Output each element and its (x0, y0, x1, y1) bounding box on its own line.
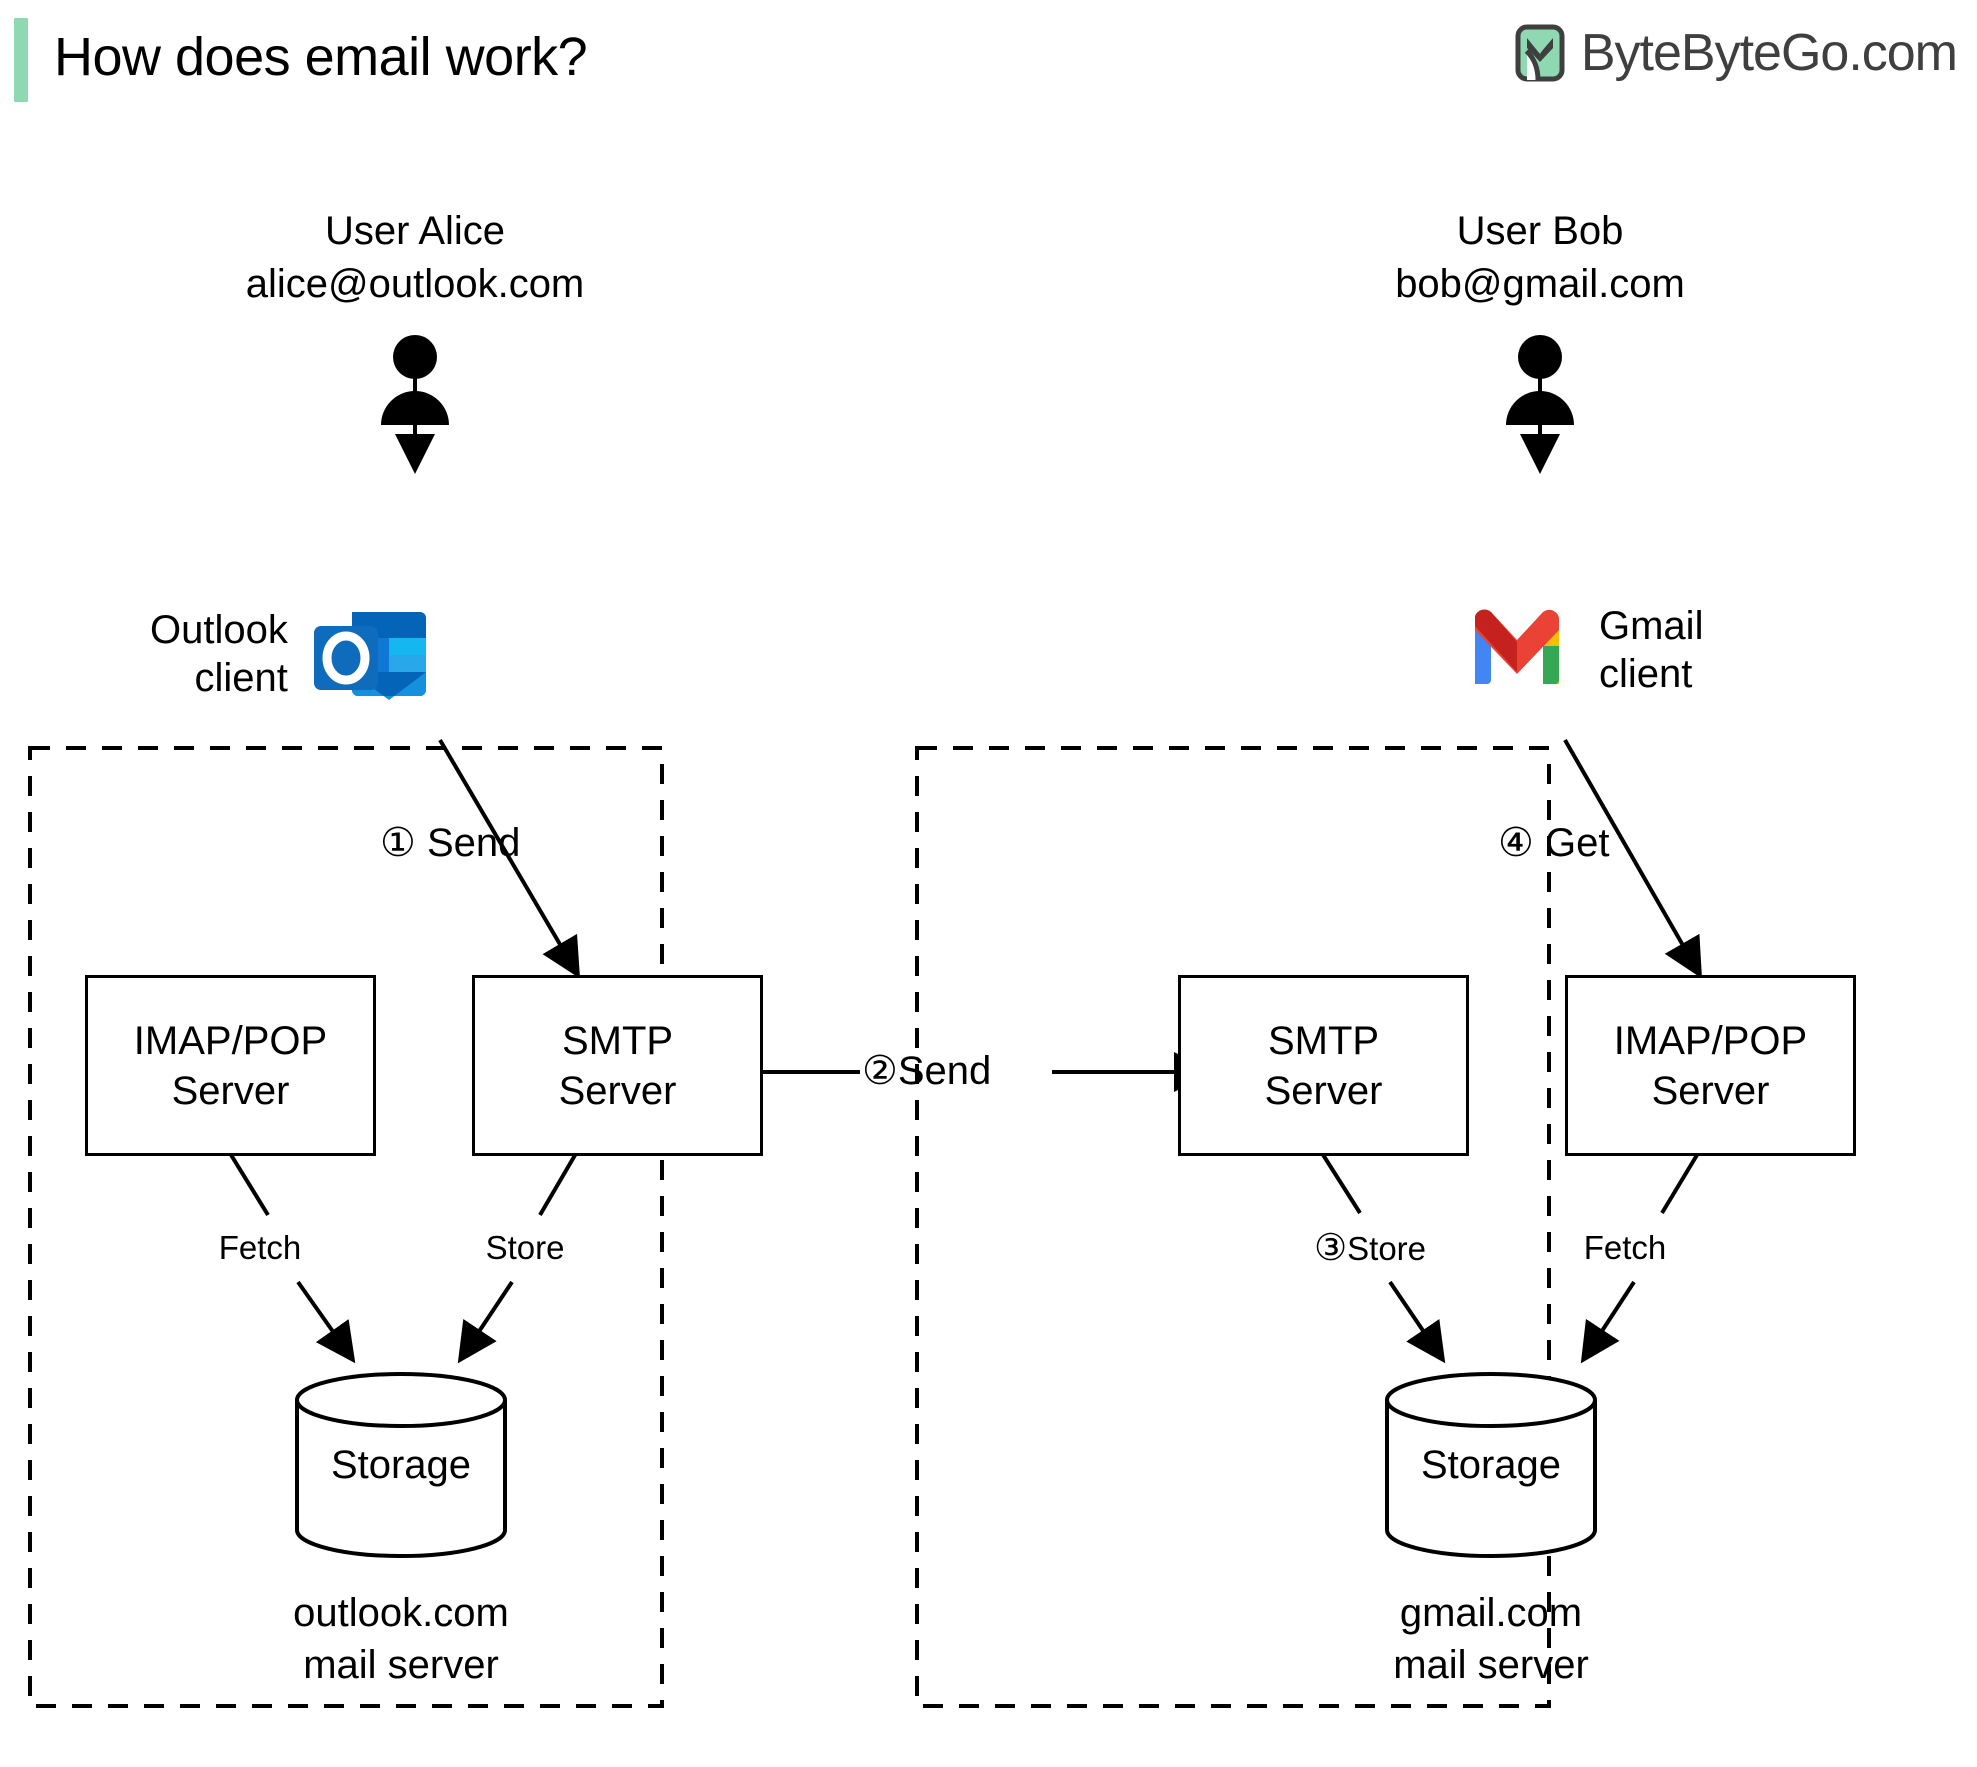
outlook-smtp-server-box[interactable]: SMTP Server (472, 975, 763, 1156)
person-icon (1506, 335, 1574, 425)
person-icon (381, 335, 449, 425)
brand-name: ByteByteGo.com (1580, 24, 1958, 82)
gmail-icon (1475, 609, 1559, 684)
outlook-client-label: Outlook client (150, 608, 288, 700)
line-smtp-to-store (538, 1148, 580, 1217)
gmail-smtp-server-label: SMTP Server (1264, 1018, 1383, 1113)
step-1-send: ① Send (380, 820, 520, 866)
gmail-client[interactable]: Gmail client (1465, 600, 1703, 700)
outlook-smtp-server-label: SMTP Server (558, 1018, 677, 1113)
bob-user-email: bob@gmail.com (1395, 262, 1685, 306)
outlook-imap-pop-server-label: IMAP/POP Server (133, 1018, 328, 1113)
step-2-label: Send (897, 1049, 992, 1093)
alice-user-name: User Alice (324, 209, 506, 253)
step-4-get: ④ Get (1498, 820, 1609, 866)
gmail-mail-server-caption-line2: mail server (1393, 1643, 1589, 1687)
outlook-imap-pop-server-box[interactable]: IMAP/POP Server (85, 975, 376, 1156)
gmail-mail-server-boundary (915, 746, 1551, 1708)
step-3-number: ③ (1313, 1227, 1348, 1268)
title-accent-bar (14, 18, 28, 102)
arrow-gmail-client-to-imap (1563, 739, 1702, 979)
arrow-gmail-store-to-storage (1388, 1280, 1446, 1364)
gmail-storage-label: Storage (1420, 1443, 1562, 1487)
line-gmail-imap-to-fetch (1660, 1148, 1702, 1215)
outlook-storage-label: Storage (330, 1443, 472, 1487)
step-2-send: ②Send (862, 1048, 991, 1094)
gmail-imap-pop-server-box[interactable]: IMAP/POP Server (1565, 975, 1856, 1156)
line-gmail-smtp-to-store (1318, 1148, 1362, 1215)
step-4-label: Get (1544, 821, 1610, 865)
gmail-smtp-server-box[interactable]: SMTP Server (1178, 975, 1469, 1156)
arrow-gmail-fetch-to-storage (1580, 1280, 1636, 1364)
alice-user-email: alice@outlook.com (245, 262, 585, 306)
step-2-number: ② (862, 1049, 898, 1093)
step-4-number: ④ (1498, 821, 1534, 865)
outlook-fetch-label: Fetch (218, 1229, 302, 1266)
arrow-fetch-to-storage (296, 1280, 356, 1364)
brand-logo: ByteByteGo.com (1513, 22, 1958, 84)
gmail-fetch-label: Fetch (1583, 1229, 1667, 1266)
step-3-store: ③Store (1265, 1228, 1475, 1269)
page-header: How does email work? ByteByteGo.com (0, 0, 1977, 120)
bob-user-name: User Bob (1456, 209, 1624, 253)
outlook-client[interactable]: Outlook client (150, 600, 432, 708)
outlook-storage-cylinder (295, 1372, 507, 1558)
outlook-store-label: Store (485, 1229, 565, 1266)
bytebytego-logo-icon (1515, 24, 1565, 82)
gmail-mail-server-caption-line1: gmail.com (1399, 1591, 1583, 1635)
step-1-number: ① (380, 821, 416, 865)
gmail-imap-pop-server-label: IMAP/POP Server (1613, 1018, 1808, 1113)
outlook-mail-server-boundary (28, 746, 664, 1708)
outlook-mail-server-caption-line1: outlook.com (293, 1591, 509, 1635)
gmail-client-label: Gmail client (1599, 604, 1704, 696)
outlook-mail-server-caption-line2: mail server (303, 1643, 499, 1687)
step-3-label: Store (1347, 1230, 1427, 1267)
page-title: How does email work? (54, 27, 588, 87)
line-imap-to-fetch (226, 1148, 270, 1217)
arrow-store-to-storage (457, 1280, 514, 1364)
arrow-outlook-client-to-smtp (438, 738, 581, 979)
gmail-storage-cylinder (1385, 1372, 1597, 1558)
step-1-label: Send (426, 821, 521, 865)
outlook-icon (313, 612, 426, 700)
